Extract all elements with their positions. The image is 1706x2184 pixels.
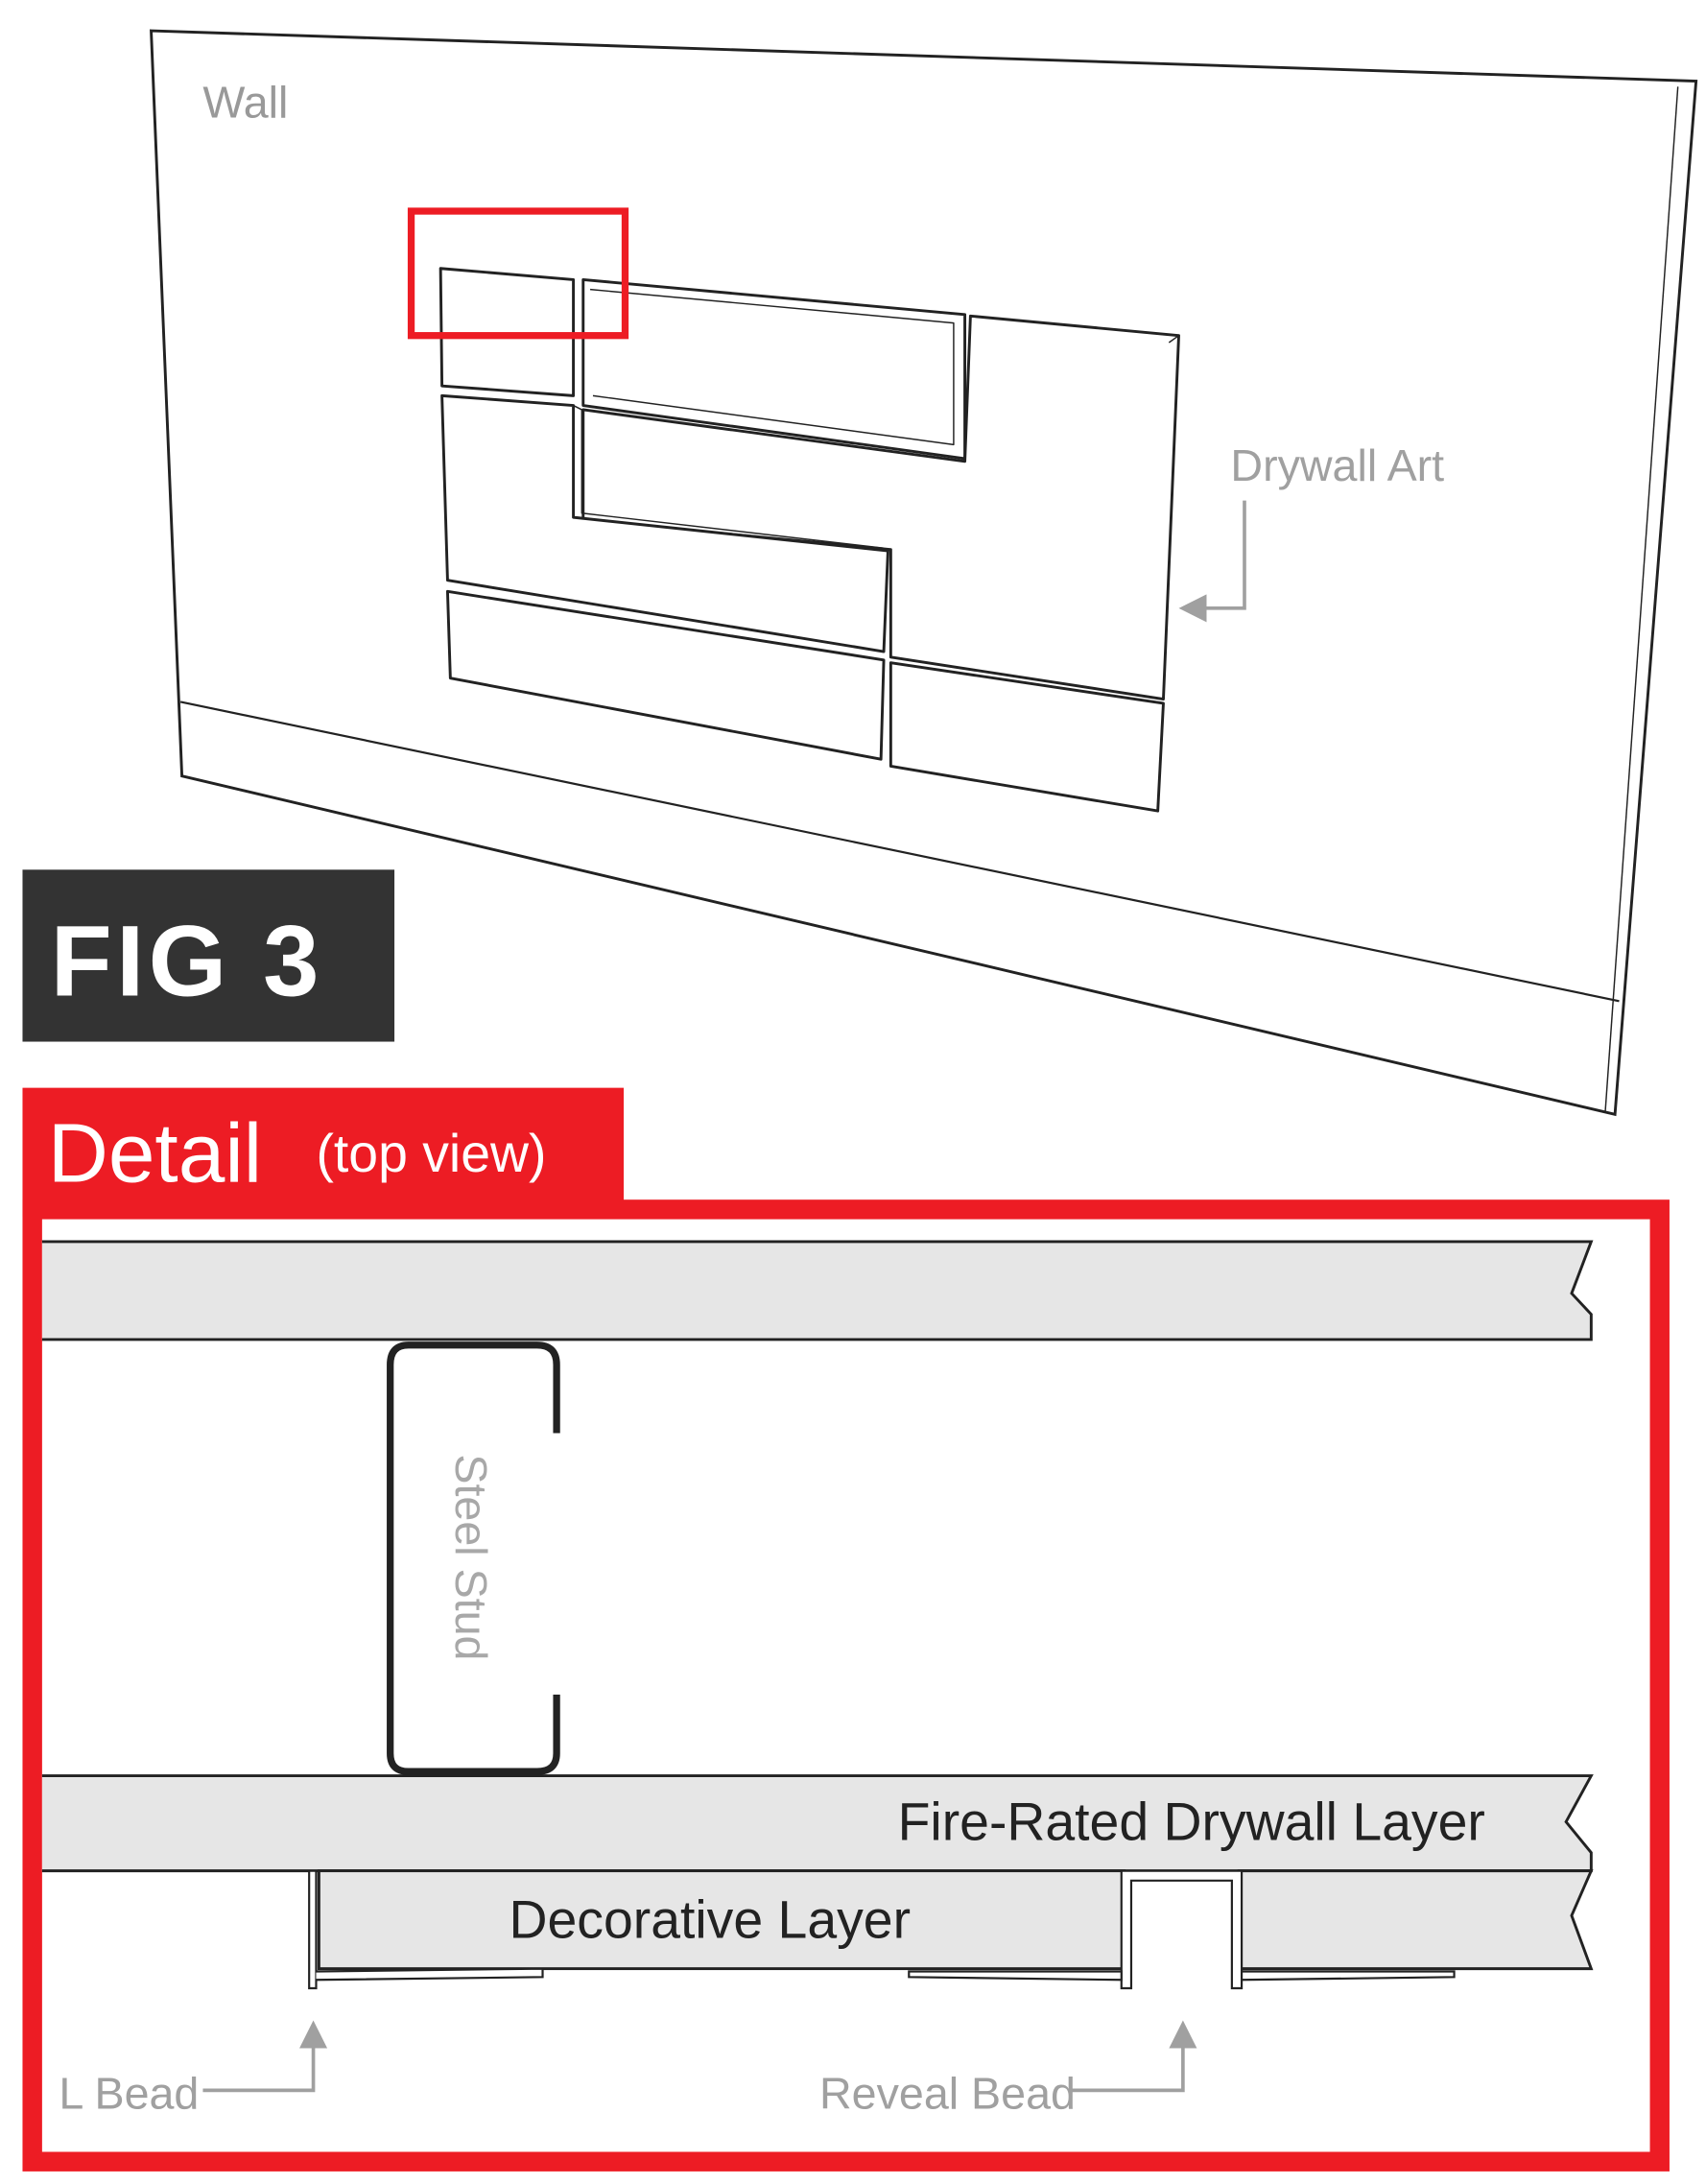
reveal-bead (908, 1869, 1456, 1990)
decorative-label: Decorative Layer (509, 1890, 911, 1950)
detail-frame (22, 1199, 1670, 2172)
detail-title: Detail (48, 1105, 262, 1199)
back-drywall-layer (41, 1240, 1594, 1341)
decorative-layer (317, 1869, 1594, 1971)
drywall-art-arrow (1178, 500, 1246, 623)
drywall-art (438, 267, 1180, 813)
drywall-art-label: Drywall Art (1230, 440, 1444, 490)
reveal-bead-arrow (1069, 2020, 1197, 2093)
l-bead-arrow (202, 2020, 328, 2093)
reveal-bead-label: Reveal Bead (819, 2068, 1076, 2118)
detail-highlight-box (407, 207, 629, 340)
fig-label: FIG 3 (51, 905, 323, 1017)
detail-subtitle: (top view) (316, 1124, 546, 1183)
steel-stud (387, 1341, 560, 1775)
detail-tab (22, 1087, 625, 1217)
fig-label-box (22, 869, 395, 1042)
steel-stud-label: Steel Stud (446, 1454, 496, 1660)
l-bead-label: L Bead (59, 2068, 199, 2118)
l-bead (308, 1869, 544, 1990)
fire-rated-label: Fire-Rated Drywall Layer (898, 1792, 1485, 1852)
wall-label: Wall (202, 77, 288, 127)
